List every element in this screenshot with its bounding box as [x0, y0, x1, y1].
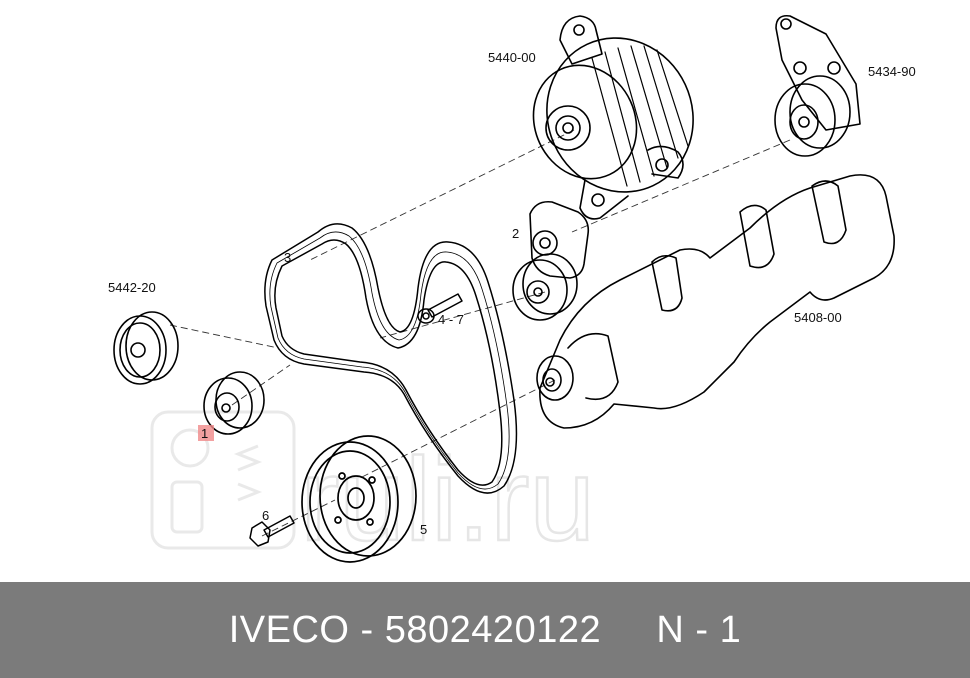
damper-hub-outer [337, 475, 375, 521]
damper-hole-2 [368, 476, 376, 484]
bracket-pulley-inner [789, 104, 819, 140]
footer-brand: IVECO [228, 608, 350, 651]
bolt-lower-shank [263, 515, 295, 538]
crankshaft-web-1 [651, 254, 683, 312]
bracket-hole-top [780, 18, 792, 30]
alternator-mount-ear-side [647, 145, 684, 179]
label-damper-pulley: 5 [420, 522, 427, 537]
bolt-upper-shank [427, 293, 463, 318]
damper-hole-4 [366, 518, 374, 526]
alternator-fan-fins [591, 45, 689, 187]
watermark-badge [150, 410, 296, 550]
dash-tensioner-lower [379, 291, 546, 339]
pulley-assembly-back [125, 311, 179, 381]
tensioner-pulley-hub [533, 287, 543, 297]
crankshaft-web-3 [811, 180, 847, 245]
bolt-lower-head [249, 521, 271, 547]
crankshaft-nose-outer [536, 355, 574, 401]
alternator-side-hole [655, 158, 669, 172]
highlight-marker [198, 425, 214, 441]
crankshaft-nose-inner [542, 368, 562, 392]
footer-position: N - 1 [656, 608, 742, 651]
belt-inner [274, 239, 503, 486]
alternator-mount-hole-top [573, 24, 585, 36]
footer-gap [601, 609, 656, 651]
belt-outer [264, 223, 518, 494]
pulley-assembly-front [113, 315, 167, 385]
pulley-assembly [113, 311, 179, 385]
idler-pulley [203, 371, 265, 435]
alternator [532, 15, 694, 220]
poly-v-belt [264, 223, 518, 494]
alternator-front-cover [532, 64, 638, 180]
pulley-assembly-groove [119, 322, 161, 378]
dash-pulley-assembly [169, 324, 279, 349]
bracket-bolt-left [793, 61, 807, 75]
label-bolt-upper: 4 - 7 [438, 312, 464, 327]
damper-hub-inner [347, 487, 365, 509]
label-alternator: 5440-00 [488, 50, 536, 65]
tensioner-pulley-inner [526, 280, 550, 304]
idler-pulley-inner [214, 392, 240, 422]
crankshaft-web-2 [739, 204, 775, 269]
damper-pulley [301, 435, 417, 563]
belt-rib [269, 231, 510, 490]
alternator-shaft [562, 122, 574, 134]
bracket-arm [775, 14, 861, 131]
bracket-pulley-hub [798, 116, 810, 128]
bolt-upper-head [417, 308, 435, 324]
crankshaft-gear [567, 332, 619, 401]
tensioner-pivot-outer [532, 230, 558, 256]
idler-pulley-hub [221, 403, 231, 413]
bracket-bolt-right [827, 61, 841, 75]
bolt-lower [249, 515, 295, 547]
label-tensioner-bracket: 5434-90 [868, 64, 916, 79]
label-crankshaft: 5408-00 [794, 310, 842, 325]
pulley-assembly-hub [130, 342, 146, 358]
label-tensioner-upper: 2 [512, 226, 519, 241]
alternator-foot-hole [591, 193, 605, 207]
bracket-pulley-outer [774, 83, 836, 157]
label-belt: 3 [284, 250, 291, 265]
watermark-bottle-icon [170, 480, 204, 534]
label-pulley-assembly: 5442-20 [108, 280, 156, 295]
dash-crankshaft [359, 379, 556, 479]
idler-pulley-front [203, 377, 253, 435]
exploded-parts-diagram: ruli.ru [108, 14, 916, 567]
bolt-upper-socket [422, 312, 430, 320]
damper-hole-1 [338, 472, 346, 480]
crankshaft-nose-hub [545, 377, 555, 387]
belt-tensioner [512, 200, 590, 321]
dash-bracket-to-tensioner [571, 139, 791, 233]
footer-text: IVECO - 5802420122 N - 1 [229, 609, 742, 652]
watermark-text: ruli.ru [300, 434, 595, 566]
dash-alternator [309, 129, 575, 261]
footer-part-number: 5802420122 [384, 608, 602, 651]
tensioner-pivot-inner [539, 237, 551, 249]
label-bolt-lower: 6 [262, 508, 269, 523]
damper-hole-3 [334, 516, 342, 524]
watermark-spring-icon [233, 444, 263, 502]
alternator-mount-ear-top [559, 15, 603, 65]
alternator-pulley-outer [545, 105, 591, 151]
damper-rim [309, 450, 391, 554]
watermark-gear-icon [170, 428, 210, 468]
dash-bolt-lower [261, 499, 336, 537]
alternator-pulley-inner [555, 115, 581, 141]
footer-bar: IVECO - 5802420122 N - 1 [0, 582, 970, 678]
tensioner-pulley-rim [522, 253, 578, 315]
footer-separator: - [349, 608, 385, 651]
crankshaft [536, 174, 895, 429]
crankshaft-body [539, 174, 895, 429]
damper-back [319, 435, 417, 557]
alternator-mount-foot [579, 179, 629, 220]
label-idler-pulley: 1 [201, 426, 208, 441]
bracket-pulley-rim [789, 75, 851, 149]
tensioner-housing [529, 200, 590, 279]
tensioner-pulley-outer [512, 259, 568, 321]
damper-front [301, 441, 399, 563]
bolt-upper [417, 293, 463, 324]
tensioner-bracket [774, 14, 861, 157]
